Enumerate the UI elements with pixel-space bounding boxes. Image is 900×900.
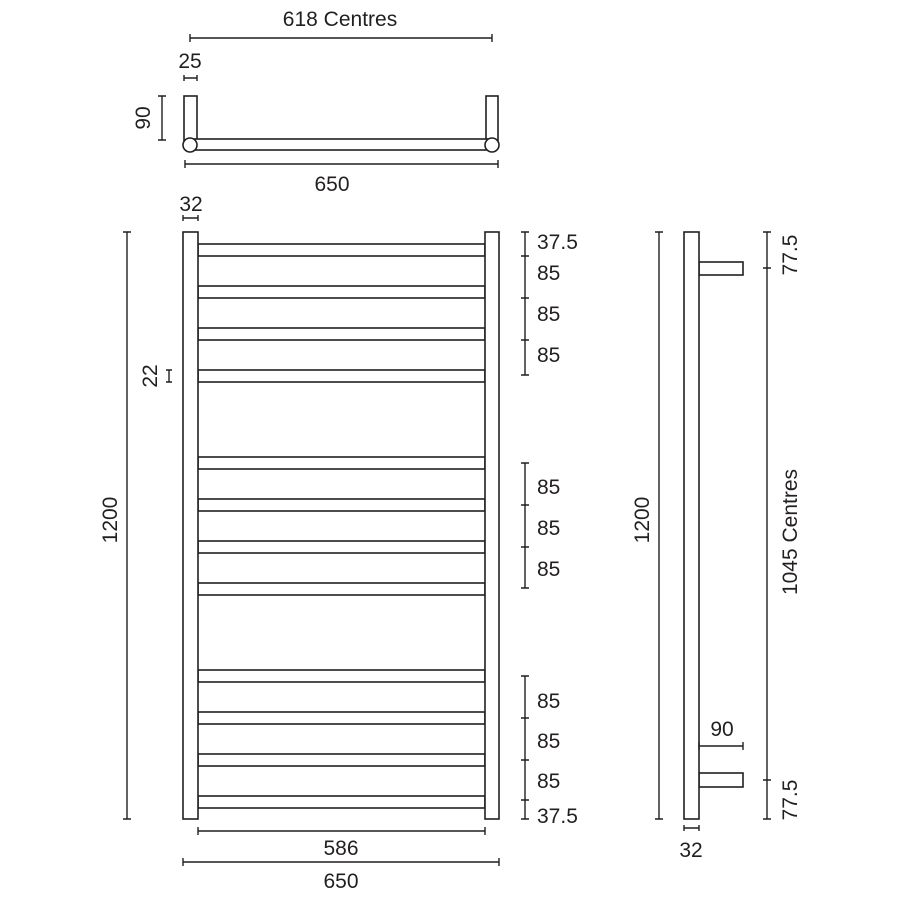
dim-spacing: 85 <box>537 517 560 540</box>
dim-spacing: 85 <box>537 262 560 285</box>
dim-side-height: 1200 <box>631 497 654 544</box>
horizontal-bar <box>197 795 486 809</box>
dim-spacing: 37.5 <box>537 231 578 254</box>
right-bracket <box>485 95 499 144</box>
dim-spacing: 85 <box>537 690 560 713</box>
dim-spacing: 85 <box>537 730 560 753</box>
left-rail <box>182 231 199 820</box>
side-rail <box>683 231 700 820</box>
dim-line-bar-height <box>166 369 172 383</box>
dim-side-top-offset: 77.5 <box>779 235 802 276</box>
dim-side-standoff: 90 <box>710 718 733 741</box>
bars <box>197 243 486 809</box>
dim-line-standoff <box>158 95 166 141</box>
dim-spacing: 85 <box>537 558 560 581</box>
dim-spacing: 85 <box>537 303 560 326</box>
dim-line-inner-width <box>197 827 486 835</box>
left-rail-section <box>182 137 198 153</box>
dim-top-standoff: 90 <box>132 106 155 129</box>
dim-front-rail-width: 32 <box>179 193 202 216</box>
horizontal-bar <box>197 498 486 512</box>
dim-line-side-centres <box>763 231 771 820</box>
top-standoff <box>698 261 744 276</box>
right-rail-section <box>484 137 500 153</box>
dim-line-side-rail-width <box>683 825 700 831</box>
front-view: 32 1200 22 37.5 85 85 85 85 85 85 85 85 … <box>99 193 578 893</box>
dim-front-height: 1200 <box>99 497 122 544</box>
side-view: 1200 77.5 1045 Centres 77.5 90 32 <box>631 231 802 862</box>
dim-line-group-1 <box>521 231 529 376</box>
dim-line-group-3 <box>521 675 529 820</box>
dim-line-height <box>123 231 131 820</box>
horizontal-bar <box>197 582 486 596</box>
dim-side-bottom-offset: 77.5 <box>779 780 802 821</box>
horizontal-bar <box>197 753 486 767</box>
dim-line-width <box>184 160 499 168</box>
left-bracket <box>183 95 198 144</box>
dim-side-centres: 1045 Centres <box>779 469 802 595</box>
dim-spacing: 85 <box>537 770 560 793</box>
dim-line-front-width <box>182 858 500 866</box>
horizontal-bar <box>197 327 486 341</box>
dim-line-rail-depth <box>183 75 198 81</box>
horizontal-bar <box>197 243 486 257</box>
top-bar <box>189 138 493 151</box>
dim-line-side-standoff <box>698 742 744 750</box>
horizontal-bar <box>197 456 486 470</box>
horizontal-bar <box>197 285 486 299</box>
dim-spacing: 37.5 <box>537 805 578 828</box>
horizontal-bar <box>197 669 486 683</box>
top-view: 618 Centres 25 90 650 <box>132 8 500 196</box>
horizontal-bar <box>197 711 486 725</box>
dim-top-rail-depth: 25 <box>178 50 201 73</box>
dim-top-width: 650 <box>314 173 349 196</box>
dim-line-group-2 <box>521 462 529 589</box>
dim-side-rail-width: 32 <box>679 839 702 862</box>
dim-line-side-height <box>655 231 663 820</box>
right-rail <box>484 231 500 820</box>
dim-line-rail-width <box>182 215 199 221</box>
dim-front-inner-width: 586 <box>323 837 358 860</box>
horizontal-bar <box>197 369 486 383</box>
bottom-standoff <box>698 772 744 788</box>
dim-spacing: 85 <box>537 476 560 499</box>
dim-line-centres <box>189 34 493 42</box>
horizontal-bar <box>197 540 486 554</box>
dim-top-centres: 618 Centres <box>283 8 397 31</box>
dim-spacing: 85 <box>537 344 560 367</box>
dim-front-bar-height: 22 <box>139 364 162 387</box>
dim-front-width: 650 <box>323 870 358 893</box>
